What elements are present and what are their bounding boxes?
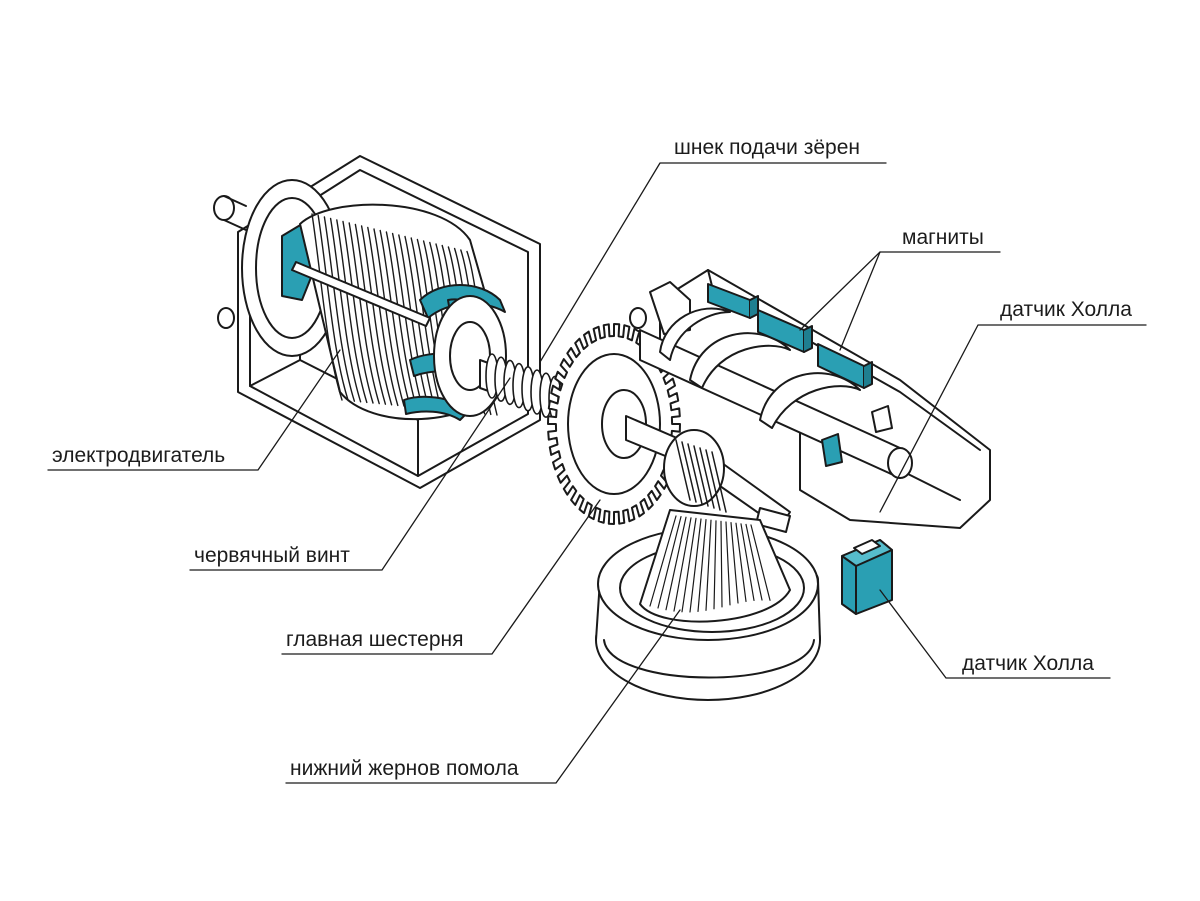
leader-lines [47, 162, 1147, 784]
electric-motor [213, 155, 541, 489]
label-lower-burr: нижний жернов помола [290, 757, 519, 780]
label-electric-motor: электродвигатель [52, 444, 226, 467]
label-magnets: магниты [902, 226, 984, 249]
hall-sensor-loose [841, 539, 893, 615]
label-hall-sensor-bottom: датчик Холла [962, 652, 1094, 675]
label-hall-sensor-top: датчик Холла [1000, 298, 1132, 321]
label-worm-screw: червячный винт [194, 544, 350, 567]
hall-sensor-mounted [821, 433, 843, 467]
label-bean-auger: шнек подачи зёрен [674, 136, 860, 159]
label-main-gear: главная шестерня [286, 628, 464, 651]
main-gear [547, 323, 701, 525]
motor-shaft-stub [213, 195, 235, 221]
bean-auger [629, 269, 991, 529]
output-shaft [663, 429, 791, 533]
lower-burr [595, 509, 821, 701]
